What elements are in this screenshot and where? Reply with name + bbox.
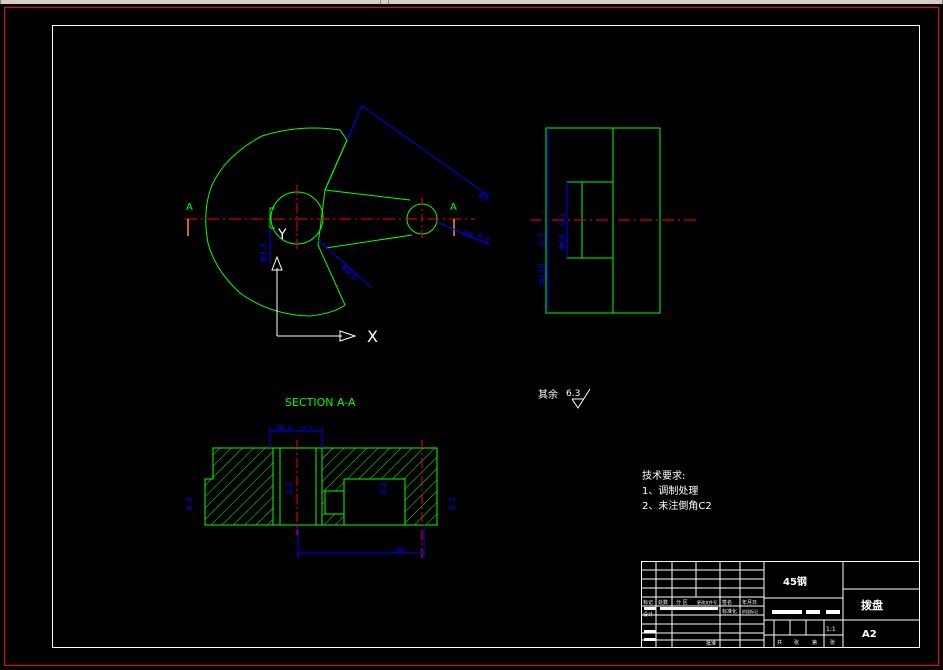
- tb-fill-bar: [826, 610, 840, 614]
- disk-outline: [205, 127, 348, 317]
- tb-scale: 1:1: [826, 626, 836, 633]
- section-label-right: A: [450, 202, 457, 213]
- tb-fill-bar: [644, 607, 656, 610]
- dim-right-height-text: 6.3: [448, 497, 457, 510]
- roughness-label: 其余: [538, 388, 558, 401]
- tb-stage-label: 阶段标记: [742, 608, 758, 614]
- section-label-left: A: [186, 202, 193, 213]
- tb-row-label: 签名: [722, 599, 732, 606]
- title-block-text: 45钢 拨盘 A2 1:1 标记 处数 分 区 更改文件号 签名 年月日 设计 …: [643, 575, 883, 647]
- tb-fill-bar: [644, 630, 656, 633]
- roughness-symbol-icon: [571, 388, 591, 409]
- ucs-x-label: X: [367, 327, 378, 346]
- tech-req-item-1: 1、调制处理: [642, 484, 698, 497]
- section-slot-small: [324, 490, 345, 515]
- tb-bottom-label: 第: [812, 639, 817, 646]
- ucs-x-arrow: [339, 330, 357, 342]
- dim-inner-text: Φ60: [558, 234, 567, 250]
- ucs-y-label: Y: [277, 227, 287, 243]
- dim-left-height-text: 6.3: [185, 497, 194, 510]
- drawing-frame: [52, 25, 920, 648]
- dim-outer-text: Φ120: [538, 263, 547, 285]
- roughness-note: 其余 6.3: [538, 388, 591, 409]
- section-slot: [343, 478, 406, 526]
- tech-requirements: 技术要求: 1、调制处理 2、未注倒角C2: [642, 469, 712, 512]
- tb-fill-bar: [806, 610, 820, 614]
- side-view: Φ120 -0.2 Φ60 0.1: [530, 127, 700, 314]
- tb-drawing-no: A2: [862, 629, 877, 640]
- arm-lower-edge: [325, 234, 413, 249]
- plan-view: A A 80 30 0.1 Φ9.6 Φ4.3 Y X: [185, 105, 491, 346]
- tb-bottom-label: 共: [777, 639, 782, 646]
- tb-material: 45钢: [783, 575, 807, 588]
- roughness-value: 6.3: [566, 389, 580, 399]
- dim-top-tol-text: +0.1: [299, 425, 314, 432]
- dim-radius-text: 0.1: [476, 232, 491, 246]
- tb-part-name: 拨盘: [861, 598, 883, 612]
- keyway: [269, 207, 275, 229]
- tb-row-label: 年月日: [742, 599, 757, 606]
- dim-pivot-text: Φ9.6: [339, 263, 359, 282]
- sector-edge: [324, 139, 348, 191]
- tb-row-label: 标记: [643, 599, 653, 606]
- dim-bottom-text: 80: [396, 546, 405, 554]
- sheet-border: [4, 7, 939, 666]
- tb-fill-bar: [772, 610, 802, 614]
- tb-fill-bar: [660, 607, 718, 610]
- tech-req-item-2: 2、未注倒角C2: [642, 499, 712, 512]
- dim-arm-length-text: 80: [477, 190, 491, 203]
- dim-line-arm-length: [361, 105, 490, 197]
- strip-separator: [380, 0, 381, 4]
- dim-bore2-text: 3.2: [379, 482, 388, 495]
- strip-separator: [0, 0, 1, 4]
- dim-outer-tol-text: -0.2: [538, 232, 547, 248]
- dim-bore-text: Φ4.3: [259, 243, 268, 262]
- title-block-frame: [641, 561, 920, 648]
- section-view: SECTION A-A 60.4 +0.1 80 6.3 6.3 3.2 3.: [185, 396, 457, 560]
- arm-upper-edge: [324, 189, 411, 201]
- tech-req-title: 技术要求:: [642, 469, 685, 482]
- ucs-y-arrow: [271, 255, 283, 271]
- tb-row-label: 处数: [658, 599, 668, 606]
- dim-inner-tol-text: 0.1: [558, 213, 567, 226]
- tb-fill-bar: [644, 638, 656, 641]
- dim-tip-text: 30: [461, 228, 474, 240]
- dim-top-text: 60.4: [276, 424, 292, 432]
- strip-separator: [388, 0, 389, 4]
- dim-line-tip: [436, 221, 491, 246]
- dim-bore1-text: 3.2: [285, 482, 294, 495]
- tb-row-label: 更改文件号: [697, 599, 717, 605]
- dim-ext-line: [346, 105, 363, 141]
- tb-row-label: 分 区: [676, 599, 688, 606]
- tb-approve-label: 批准: [706, 640, 716, 647]
- title-block: [641, 561, 920, 648]
- section-title: SECTION A-A: [285, 396, 356, 409]
- dim-line-pivot: [317, 239, 373, 289]
- tb-bottom-label: 张: [830, 639, 835, 646]
- tb-design-label: 设计: [643, 611, 653, 618]
- tb-standard-label: 标准化: [722, 608, 737, 615]
- tb-bottom-label: 张: [794, 639, 799, 646]
